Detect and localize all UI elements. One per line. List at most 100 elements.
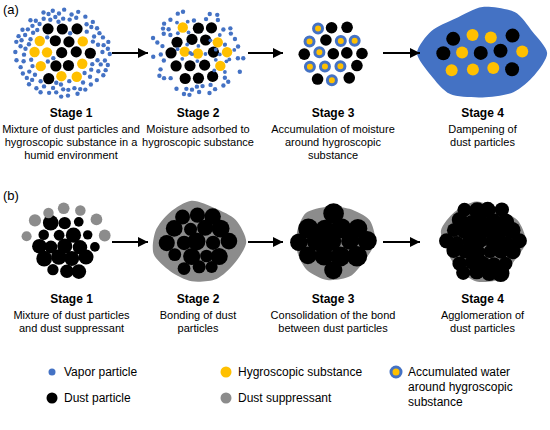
vapor-particle (28, 18, 32, 22)
vapor-particle (72, 86, 76, 90)
stage-caption: Stage 4Agglomeration of dust particles (433, 292, 533, 335)
dust-particle (206, 261, 218, 273)
vapor-particle (34, 18, 38, 22)
vapor-particle (192, 18, 196, 22)
dust-particle (505, 244, 521, 260)
vapor-particle (95, 26, 99, 30)
legend-text: Dust suppressant (238, 391, 388, 406)
vapor-particle (213, 87, 217, 91)
dust-particle (166, 220, 183, 237)
vapor-particle (218, 33, 222, 37)
vapor-particle (208, 83, 212, 87)
vapor-particle (96, 69, 100, 73)
hygroscopic-particle (446, 64, 458, 76)
hygroscopic-particle (336, 36, 345, 45)
vapor-particle (56, 20, 60, 24)
stage-heading: Stage 4 (439, 106, 527, 120)
vapor-particle (51, 86, 55, 90)
stage-panel: Stage 3Consolidation of the bond between… (283, 198, 383, 286)
stage-panel: Stage 1Mixture of dust particles and dus… (12, 198, 112, 286)
dust-particle (90, 242, 100, 252)
vapor-particle (229, 31, 233, 35)
dust-particle (324, 261, 342, 279)
hygroscopic-particle (315, 48, 324, 57)
flow-arrow (112, 241, 148, 243)
vapor-particle (159, 52, 163, 56)
stage-panel: Stage 3Accumulation of moisture around h… (283, 6, 383, 100)
dust-particle (47, 264, 58, 275)
vapor-particle (38, 90, 42, 94)
dust-particle (351, 60, 363, 72)
vapor-particle (26, 27, 30, 31)
panel-label: (a) (3, 2, 19, 17)
dust-particle (494, 44, 508, 58)
dust-particle (85, 48, 96, 59)
vapor-particle (195, 59, 199, 63)
stage-description: Mixture of dust particles and hygroscopi… (2, 123, 140, 162)
vapor-particle (59, 94, 63, 98)
legend-ring-sample (391, 367, 401, 377)
suppressant-particle (91, 214, 103, 226)
dust-particle (312, 73, 324, 85)
vapor-particle (176, 11, 180, 15)
dust-particle (341, 47, 353, 59)
flow-arrow (383, 241, 420, 243)
stage-caption: Stage 1Mixture of dust particles and dus… (4, 292, 139, 335)
suppressant-particle (22, 231, 32, 241)
vapor-particle (162, 76, 166, 80)
legend-swatch (47, 393, 58, 404)
dust-particle (50, 60, 61, 71)
dust-particle (64, 251, 79, 266)
dust-particle (298, 48, 310, 60)
vapor-particle (161, 26, 165, 30)
vapor-particle (27, 69, 31, 73)
stage-description: Agglomeration of dust particles (433, 309, 533, 335)
vapor-particle (18, 65, 22, 69)
vapor-particle (30, 24, 34, 28)
dust-particle (50, 35, 61, 46)
hygroscopic-particle (305, 37, 314, 46)
vapor-particle (27, 42, 31, 46)
hygroscopic-particle (456, 46, 468, 58)
hygroscopic-particle (467, 29, 479, 41)
vapor-particle (96, 43, 100, 47)
stage-description: Bonding of dust particles (151, 309, 246, 335)
vapor-particle (236, 44, 240, 48)
hygroscopic-particle (77, 59, 87, 69)
vapor-particle (89, 67, 93, 71)
vapor-particle (92, 34, 96, 38)
dust-particle (207, 71, 218, 82)
suppressant-particle (75, 205, 86, 216)
vapor-particle (20, 28, 24, 32)
vapor-particle (108, 52, 112, 56)
vapor-particle (209, 38, 213, 42)
vapor-particle (221, 83, 225, 87)
dust-particle (208, 47, 219, 58)
vapor-particle (160, 44, 164, 48)
vapor-particle (28, 37, 32, 41)
vapor-particle (68, 31, 72, 35)
vapor-particle (21, 59, 25, 63)
vapor-particle (238, 70, 242, 74)
vapor-particle (182, 92, 186, 96)
stage-caption: Stage 2Bonding of dust particles (151, 292, 246, 335)
vapor-particle (42, 84, 46, 88)
dust-particle (79, 250, 94, 265)
hygroscopic-particle (42, 47, 52, 57)
vapor-particle (13, 50, 17, 54)
vapor-particle (208, 12, 212, 16)
vapor-particle (31, 31, 35, 35)
legend-text: Dust particle (64, 391, 214, 406)
dust-particle (188, 232, 206, 250)
vapor-particle (16, 34, 20, 38)
legend-sample (216, 388, 236, 408)
dust-particle (446, 32, 460, 46)
stage-caption: Stage 3Consolidation of the bond between… (263, 292, 403, 335)
legend-sample (386, 362, 406, 382)
vapor-particle (176, 47, 180, 51)
vapor-particle (30, 78, 34, 82)
water-film (417, 7, 547, 98)
vapor-particle (97, 31, 101, 35)
dust-particle (43, 73, 54, 84)
